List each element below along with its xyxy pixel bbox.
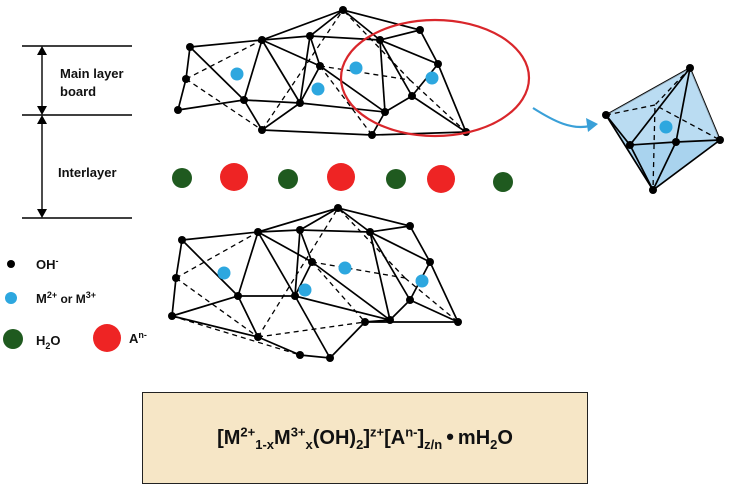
hydroxide-vertex — [178, 236, 186, 244]
hydroxide-vertex — [258, 126, 266, 134]
hydroxide-vertex — [361, 318, 369, 326]
hydroxide-vertex — [168, 312, 176, 320]
hydroxide-vertex — [296, 226, 304, 234]
layer-dimension-markers — [22, 45, 132, 219]
hydroxide-vertex — [296, 99, 304, 107]
legend: OH- M2+ or M3+ H2O An- — [3, 256, 147, 352]
hydroxide-vertex — [234, 292, 242, 300]
legend-anion-swatch — [93, 324, 121, 352]
arrowhead-down — [37, 209, 47, 218]
legend-metal-swatch — [5, 292, 17, 304]
legend-metal-label: M2+ or M3+ — [36, 290, 96, 306]
hydroxide-vertex — [326, 354, 334, 362]
dimension-arrowheads — [37, 46, 47, 218]
metal-ion — [659, 120, 673, 134]
metal-ion — [311, 82, 325, 96]
hydroxide-vertex — [258, 36, 266, 44]
legend-water-swatch — [3, 329, 23, 349]
hydroxide-vertex — [182, 75, 190, 83]
zoom-arrow — [532, 107, 591, 129]
hydroxide-vertex — [434, 60, 442, 68]
hydroxide-vertex — [376, 36, 384, 44]
arrowhead-up — [37, 46, 47, 55]
metal-ion — [217, 266, 231, 280]
hydroxide-vertex — [334, 204, 342, 212]
hydroxide-vertex — [426, 258, 434, 266]
interlayer-species — [172, 163, 513, 193]
metal-ion — [415, 274, 429, 288]
hydroxide-vertex — [368, 131, 376, 139]
hydroxide-vertex — [172, 274, 180, 282]
interlayer-label: Interlayer — [58, 165, 117, 180]
hydroxide-vertex — [672, 138, 680, 146]
legend-anion-label: An- — [129, 330, 147, 346]
hydroxide-vertex — [308, 258, 316, 266]
legend-hydroxide-swatch — [7, 260, 15, 268]
anion — [427, 165, 455, 193]
anion — [220, 163, 248, 191]
octahedron-detail — [602, 64, 724, 194]
hydroxide-vertex — [186, 43, 194, 51]
hydroxide-vertex — [254, 333, 262, 341]
hydroxide-vertex — [602, 111, 610, 119]
hydroxide-vertex — [366, 228, 374, 236]
hydroxide-vertex — [339, 6, 347, 14]
formula-box: [M2+1-xM3+x(OH)2]z+[An-]z/n•mH2O — [142, 392, 588, 484]
general-formula: [M2+1-xM3+x(OH)2]z+[An-]z/n•mH2O — [217, 424, 513, 452]
hydroxide-vertex — [408, 92, 416, 100]
hydroxide-vertex — [649, 186, 657, 194]
water-molecule — [386, 169, 406, 189]
hydroxide-vertex — [686, 64, 694, 72]
arrowhead-up — [37, 115, 47, 124]
hydroxide-vertex — [716, 136, 724, 144]
metal-ion — [425, 71, 439, 85]
metal-ion — [230, 67, 244, 81]
arrowhead-down — [37, 106, 47, 115]
highlight-ring — [339, 18, 531, 138]
hydroxide-vertex — [291, 292, 299, 300]
legend-hydroxide-label: OH- — [36, 256, 59, 272]
main-layer-label-line2: board — [60, 84, 96, 99]
metal-ion — [349, 61, 363, 75]
main-layer-label-line1: Main layer — [60, 66, 124, 81]
hydroxide-vertex — [386, 316, 394, 324]
metal-ion — [298, 283, 312, 297]
water-molecule — [278, 169, 298, 189]
hydroxide-vertex — [306, 32, 314, 40]
hydroxide-vertex — [416, 26, 424, 34]
hydroxide-vertex — [406, 296, 414, 304]
anion — [327, 163, 355, 191]
hydroxide-vertex — [454, 318, 462, 326]
water-molecule — [493, 172, 513, 192]
hydroxide-vertex — [381, 108, 389, 116]
water-molecule — [172, 168, 192, 188]
hydroxide-vertex — [174, 106, 182, 114]
legend-water-label: H2O — [36, 333, 61, 351]
top-hydroxide-layer — [174, 6, 470, 139]
hydroxide-vertex — [316, 62, 324, 70]
metal-ion — [338, 261, 352, 275]
hydroxide-vertex — [254, 228, 262, 236]
hydroxide-vertex — [406, 222, 414, 230]
zoom-arrowhead — [586, 118, 598, 132]
hydroxide-vertex — [626, 141, 634, 149]
hydroxide-vertex — [240, 96, 248, 104]
hydroxide-vertex — [296, 351, 304, 359]
bottom-hydroxide-layer — [168, 204, 462, 362]
